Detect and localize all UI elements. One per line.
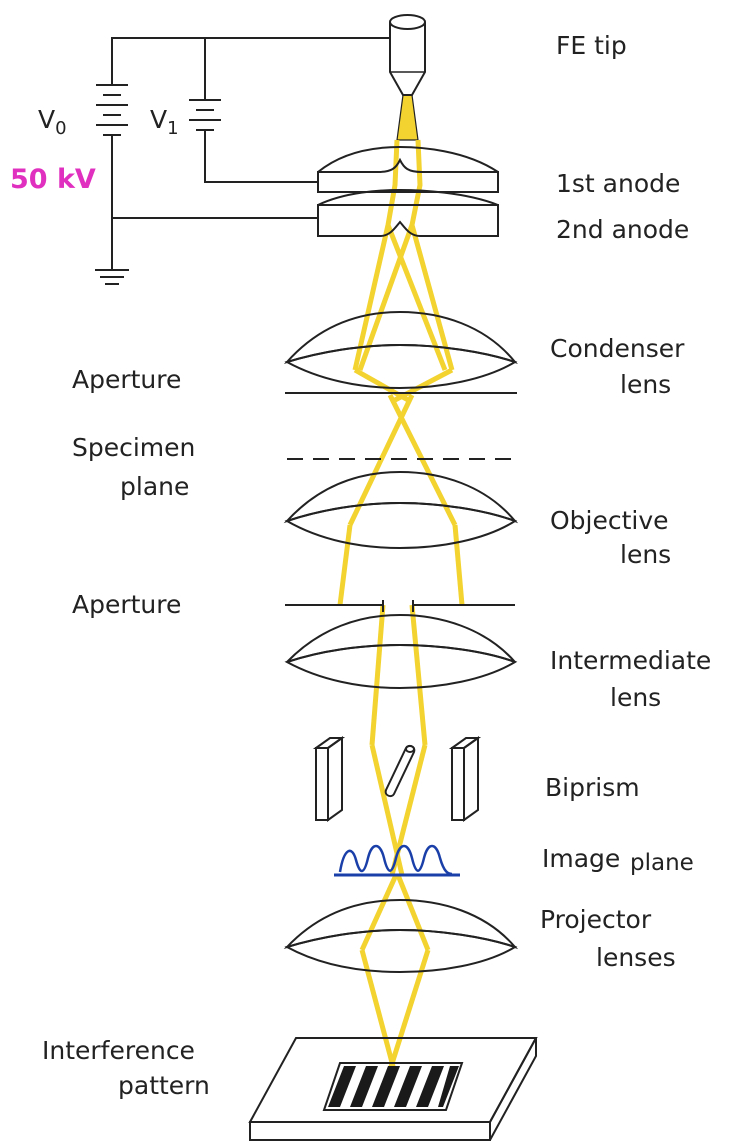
biprism-right-plate: [448, 736, 482, 822]
beam-ray: [387, 949, 431, 1071]
second-anode: [317, 188, 499, 237]
intermediate-lens: [284, 613, 518, 690]
beam-ray: [395, 874, 431, 951]
battery-v0-icon: [96, 84, 128, 148]
label-condenser-lens: lens: [620, 370, 671, 399]
beam-ray: [352, 139, 400, 371]
objective-lens: [283, 470, 519, 550]
beam-tip-cone: [396, 94, 419, 141]
label-projector-lenses: lenses: [596, 943, 676, 972]
first-anode: [317, 145, 499, 193]
beam-ray: [357, 224, 415, 371]
interference-wave: [338, 844, 453, 876]
label-v0: V0: [38, 105, 67, 139]
image-plane: [334, 844, 460, 877]
handwritten-voltage-note: 50 kV: [10, 164, 96, 195]
label-objective: Objective: [550, 506, 669, 535]
label-first-anode: 1st anode: [556, 169, 680, 198]
interference-screen: [248, 1037, 538, 1141]
beam-ray: [359, 949, 397, 1071]
label-projector: Projector: [540, 905, 652, 934]
interference-fringes: [322, 1062, 464, 1111]
biprism-wire: [384, 744, 416, 798]
label-intermediate: Intermediate: [550, 646, 711, 675]
battery-v1-icon: [189, 99, 221, 138]
label-specimen-plane: plane: [120, 472, 189, 501]
condenser-lens: [283, 310, 518, 390]
label-interference-pattern: pattern: [118, 1071, 210, 1100]
label-fe-tip: FE tip: [556, 31, 627, 60]
biprism-left-plate: [312, 736, 346, 822]
biprism: [312, 736, 482, 822]
high-voltage-circuit: V0 V1 50 kV: [10, 37, 390, 285]
label-image-plane: plane: [630, 850, 694, 876]
field-emission-tip: [389, 14, 426, 96]
label-condenser: Condenser: [550, 334, 685, 363]
objective-aperture: [285, 600, 515, 612]
ground-icon: [95, 269, 129, 285]
label-aperture-lower: Aperture: [72, 590, 181, 619]
label-v1: V1: [150, 105, 179, 139]
labels: FE tip 1st anode 2nd anode Condenser len…: [42, 31, 711, 1100]
label-objective-lens: lens: [620, 540, 671, 569]
beam-ray: [452, 524, 465, 606]
label-biprism: Biprism: [545, 773, 640, 802]
beam-ray: [337, 524, 353, 606]
beam-ray: [409, 604, 428, 746]
label-interference: Interference: [42, 1036, 195, 1065]
electron-beam: [337, 94, 465, 1071]
beam-ray: [393, 367, 454, 403]
label-second-anode: 2nd anode: [556, 215, 689, 244]
label-specimen: Specimen: [72, 433, 195, 462]
label-aperture-upper: Aperture: [72, 365, 181, 394]
label-image: Image: [542, 844, 620, 873]
beam-ray: [369, 604, 386, 746]
label-intermediate-lens: lens: [610, 683, 661, 712]
projector-lens: [283, 898, 519, 974]
beam-ray: [359, 873, 399, 952]
